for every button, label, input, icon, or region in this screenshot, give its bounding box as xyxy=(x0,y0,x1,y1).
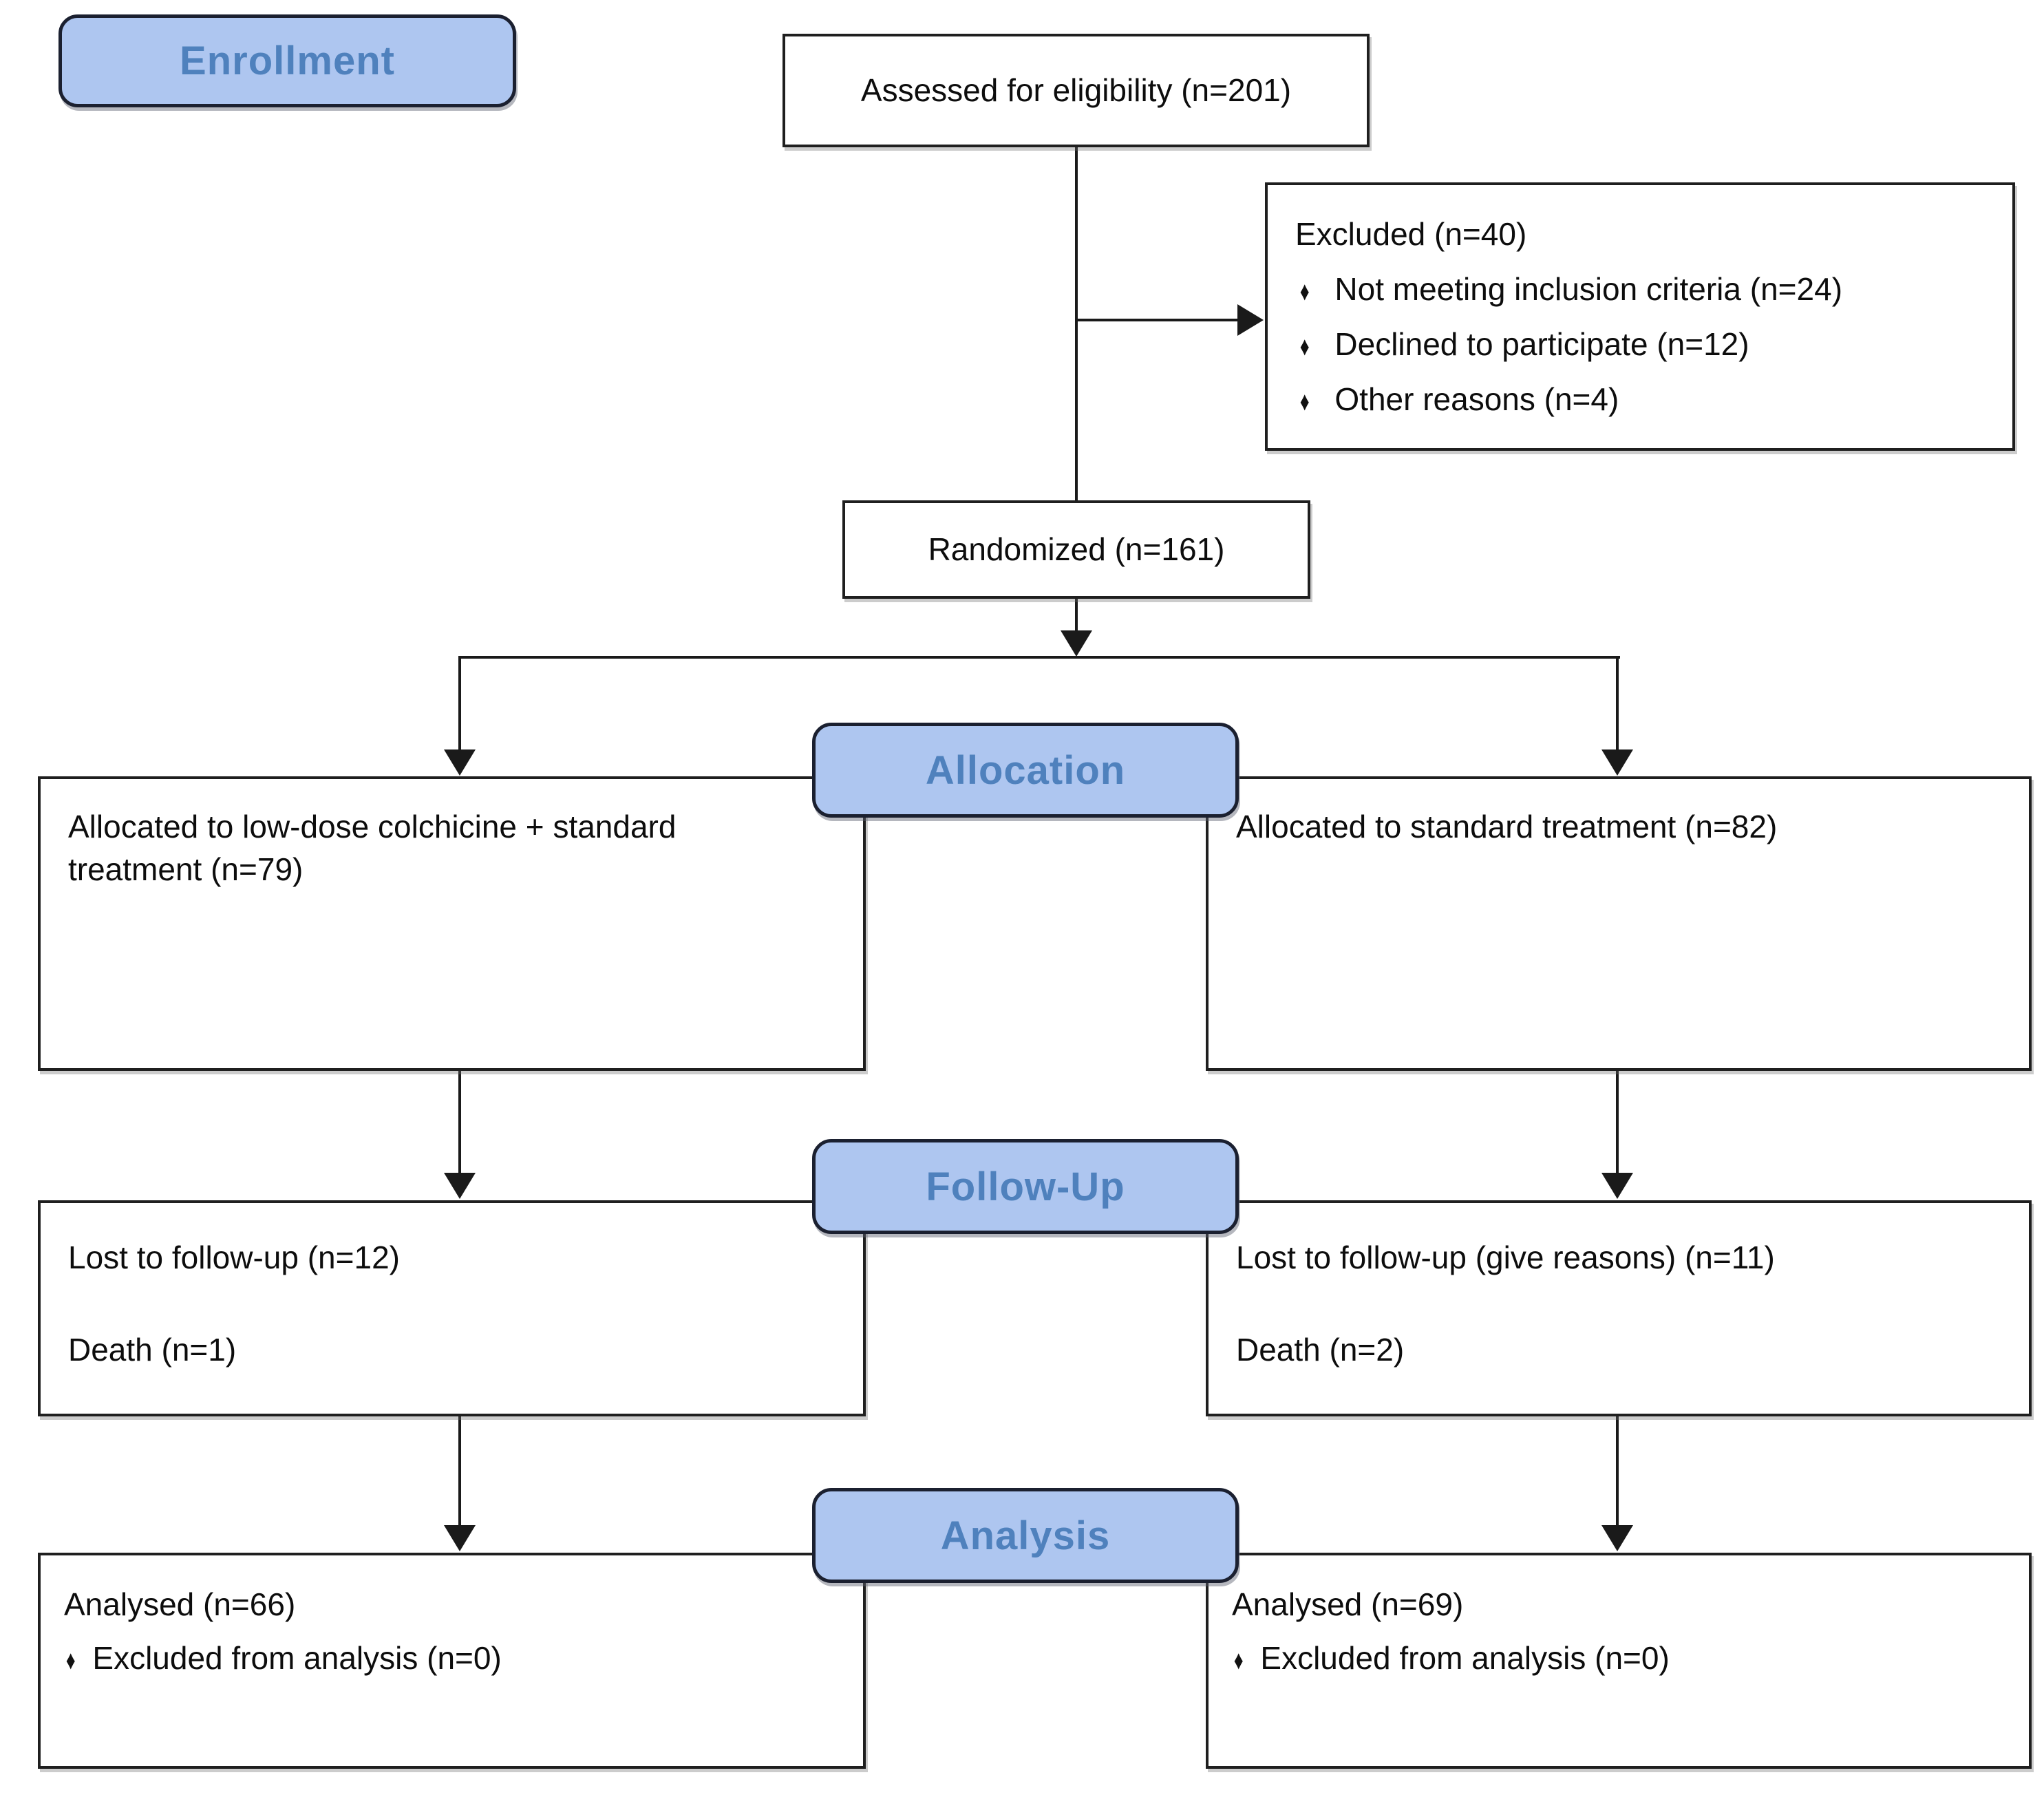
box-allocation-left-text: Allocated to low-dose colchicine + stand… xyxy=(68,809,677,888)
box-followup-left: Lost to follow-up (n=12) Death (n=1) xyxy=(38,1200,866,1416)
analysis-right-title: Analysed (n=69) xyxy=(1232,1586,1464,1622)
arrowhead-followup-right xyxy=(1601,1173,1633,1199)
stage-label-enrollment-text: Enrollment xyxy=(180,39,395,83)
followup-right-line: Lost to follow-up (give reasons) (n=11) xyxy=(1236,1240,1775,1275)
box-randomized: Randomized (n=161) xyxy=(842,500,1310,599)
diamond-bullet-icon: ♦ xyxy=(1299,332,1310,362)
box-excluded-title: Excluded (n=40) xyxy=(1295,216,1527,252)
diamond-bullet-icon: ♦ xyxy=(1299,387,1310,417)
followup-left-line: Lost to follow-up (n=12) xyxy=(68,1240,400,1275)
connector-branch-right xyxy=(1616,656,1619,751)
stage-label-allocation-text: Allocation xyxy=(925,747,1126,793)
arrowhead-excluded xyxy=(1237,304,1264,336)
box-assessed-text: Assessed for eligibility (n=201) xyxy=(860,72,1292,109)
excluded-bullet-text: Declined to participate (n=12) xyxy=(1334,326,1749,363)
analysis-right-bullet-text: Excluded from analysis (n=0) xyxy=(1260,1640,1670,1677)
stage-label-followup-text: Follow-Up xyxy=(926,1164,1125,1209)
box-followup-right: Lost to follow-up (give reasons) (n=11) … xyxy=(1206,1200,2032,1416)
connector-branch-left xyxy=(458,656,461,751)
box-excluded-bullet-list: ♦ Not meeting inclusion criteria (n=24) … xyxy=(1295,268,1992,421)
arrowhead-allocation-left xyxy=(444,749,476,776)
stage-label-analysis: Analysis xyxy=(812,1488,1239,1583)
box-allocation-left: Allocated to low-dose colchicine + stand… xyxy=(38,776,866,1071)
analysis-left-title: Analysed (n=66) xyxy=(64,1586,296,1622)
box-excluded: Excluded (n=40) ♦ Not meeting inclusion … xyxy=(1265,182,2015,451)
box-assessed: Assessed for eligibility (n=201) xyxy=(783,34,1370,147)
list-item: ♦ Excluded from analysis (n=0) xyxy=(64,1637,842,1679)
stage-label-followup: Follow-Up xyxy=(812,1139,1239,1234)
arrowhead-analysis-right xyxy=(1601,1525,1633,1551)
list-item: ♦ Excluded from analysis (n=0) xyxy=(1232,1637,2008,1679)
connector-followup-to-analysis-left xyxy=(458,1415,461,1527)
connector-followup-to-analysis-right xyxy=(1616,1415,1619,1527)
arrowhead-branch xyxy=(1061,630,1092,657)
box-analysis-right: Analysed (n=69) ♦ Excluded from analysis… xyxy=(1206,1553,2032,1769)
connector-assessed-to-randomized xyxy=(1075,146,1078,502)
stage-label-analysis-text: Analysis xyxy=(940,1513,1111,1558)
followup-right-line: Death (n=2) xyxy=(1236,1332,1405,1368)
arrowhead-analysis-left xyxy=(444,1525,476,1551)
list-item: ♦ Other reasons (n=4) xyxy=(1295,378,1992,421)
connector-to-excluded xyxy=(1076,319,1242,321)
box-allocation-right-text: Allocated to standard treatment (n=82) xyxy=(1236,809,1778,844)
stage-label-enrollment: Enrollment xyxy=(58,14,516,107)
diamond-bullet-icon: ♦ xyxy=(1233,1646,1244,1676)
arrowhead-followup-left xyxy=(444,1173,476,1199)
arrowhead-allocation-right xyxy=(1601,749,1633,776)
followup-left-line: Death (n=1) xyxy=(68,1332,237,1368)
stage-label-allocation: Allocation xyxy=(812,723,1239,818)
diamond-bullet-icon: ♦ xyxy=(1299,277,1310,307)
branch-line xyxy=(458,656,1620,659)
list-item: ♦ Declined to participate (n=12) xyxy=(1295,323,1992,365)
box-analysis-left: Analysed (n=66) ♦ Excluded from analysis… xyxy=(38,1553,866,1769)
box-randomized-text: Randomized (n=161) xyxy=(928,531,1225,568)
connector-allocation-to-followup-left xyxy=(458,1070,461,1174)
diamond-bullet-icon: ♦ xyxy=(65,1646,76,1676)
excluded-bullet-text: Not meeting inclusion criteria (n=24) xyxy=(1334,271,1843,308)
list-item: ♦ Not meeting inclusion criteria (n=24) xyxy=(1295,268,1992,310)
box-allocation-right: Allocated to standard treatment (n=82) xyxy=(1206,776,2032,1071)
connector-randomized-to-branch xyxy=(1075,596,1078,632)
excluded-bullet-text: Other reasons (n=4) xyxy=(1334,381,1619,418)
analysis-left-bullet-text: Excluded from analysis (n=0) xyxy=(92,1640,502,1677)
connector-allocation-to-followup-right xyxy=(1616,1070,1619,1174)
